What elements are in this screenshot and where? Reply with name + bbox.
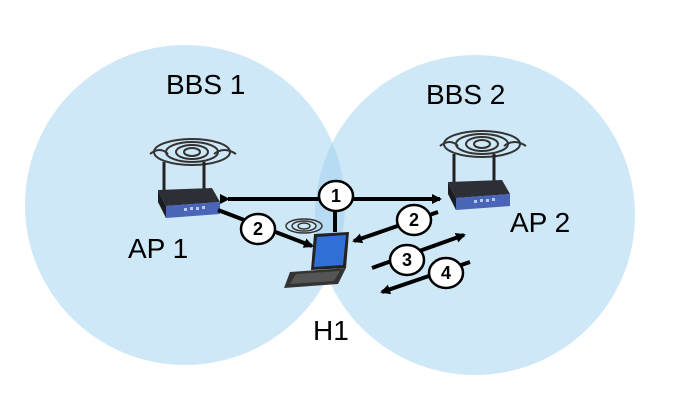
wireless-router-icon (149, 138, 237, 218)
bss2-area (315, 55, 635, 375)
step-marker-3: 3 (388, 243, 426, 277)
bss1-label: BBS 1 (166, 69, 245, 100)
ap1-label: AP 1 (128, 233, 188, 264)
step-label: 2 (253, 219, 263, 239)
step-label: 2 (409, 210, 419, 230)
ap2-label: AP 2 (510, 207, 570, 238)
h1-label: H1 (313, 315, 349, 346)
step-marker-1: 1 (317, 179, 355, 213)
bss2-label: BBS 2 (426, 79, 505, 110)
step-marker-2-left: 2 (239, 212, 277, 246)
step-marker-2-right: 2 (395, 203, 433, 237)
step-marker-4: 4 (427, 256, 465, 290)
wireless-router-icon (439, 130, 527, 210)
step-label: 1 (331, 186, 341, 206)
step-label: 3 (402, 250, 412, 270)
laptop-icon (284, 218, 349, 288)
step-label: 4 (441, 263, 451, 283)
